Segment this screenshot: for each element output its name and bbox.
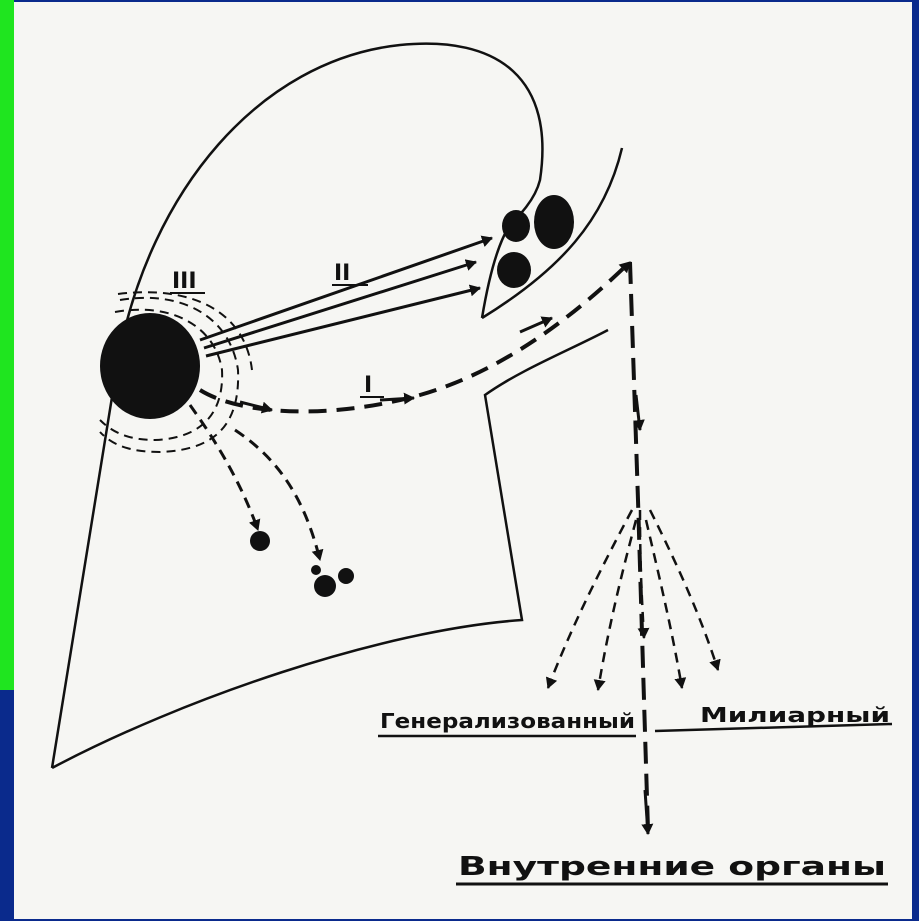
bloodstream-line xyxy=(630,262,648,830)
label-generalized: Генерализованный xyxy=(380,709,635,733)
label-internal-organs: Внутренние органы xyxy=(458,852,886,882)
lymph-node-1 xyxy=(502,210,530,242)
lymphatic-path-2 xyxy=(200,238,492,356)
label-roman-1: I xyxy=(364,373,372,398)
lymph-node-2 xyxy=(534,195,574,249)
secondary-focus-2 xyxy=(314,575,336,597)
label-roman-3: III xyxy=(172,269,197,294)
hematogenous-path-1 xyxy=(200,262,630,411)
secondary-focus-3 xyxy=(338,568,354,584)
primary-focus xyxy=(100,313,200,419)
dissemination-fan xyxy=(548,510,718,690)
lymph-node-3 xyxy=(497,252,531,288)
label-roman-2: II xyxy=(334,261,350,286)
secondary-focus-1 xyxy=(250,531,270,551)
label-miliary: Милиарный xyxy=(700,703,890,727)
